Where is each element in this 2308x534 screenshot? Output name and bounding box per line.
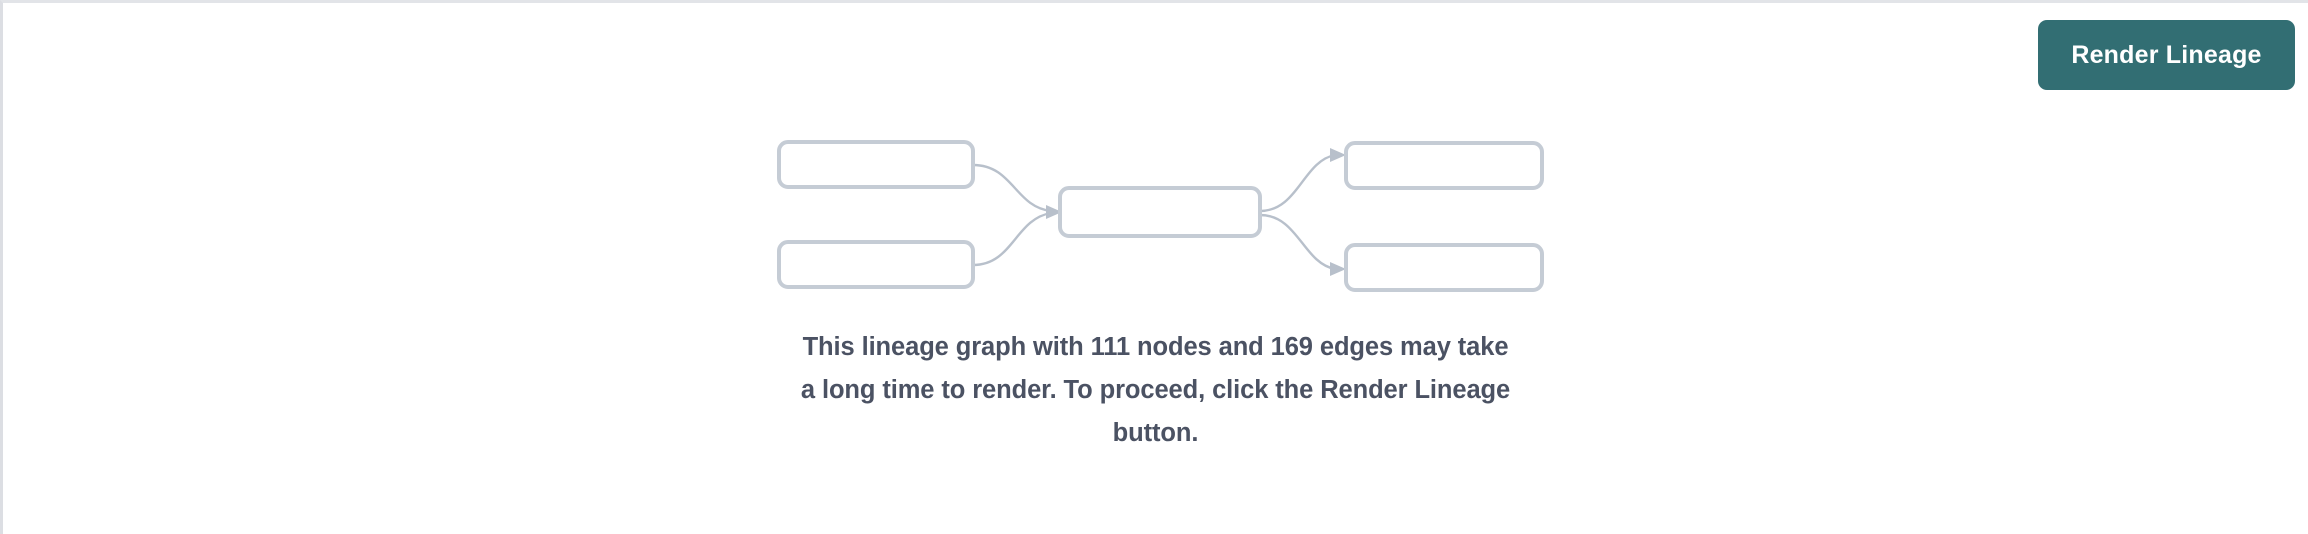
message-line-3: button.: [1112, 419, 1199, 447]
render-lineage-button[interactable]: Render Lineage: [2038, 20, 2295, 90]
edge-left-bottom-to-center: [972, 211, 1052, 267]
graph-node-left-top[interactable]: [777, 140, 975, 189]
arrowhead-into-center: [1046, 205, 1062, 219]
graph-node-center[interactable]: [1058, 186, 1262, 238]
lineage-warning-message: This lineage graph with 111 nodes and 16…: [756, 326, 1556, 455]
edge-left-top-to-center: [972, 163, 1052, 213]
arrowhead-into-right-top: [1330, 148, 1346, 162]
edge-center-to-right-top: [1259, 153, 1336, 213]
lineage-graph-placeholder: [3, 99, 2308, 299]
message-line-1: This lineage graph with 111 nodes and 16…: [802, 333, 1509, 361]
graph-node-right-top[interactable]: [1344, 141, 1544, 190]
message-line-2: a long time to render. To proceed, click…: [800, 376, 1511, 404]
arrowhead-into-right-bottom: [1330, 262, 1346, 276]
graph-node-right-bottom[interactable]: [1344, 243, 1544, 292]
edge-center-to-right-bottom: [1259, 213, 1336, 271]
lineage-graph-svg: [777, 140, 1544, 292]
graph-node-left-bottom[interactable]: [777, 240, 975, 289]
